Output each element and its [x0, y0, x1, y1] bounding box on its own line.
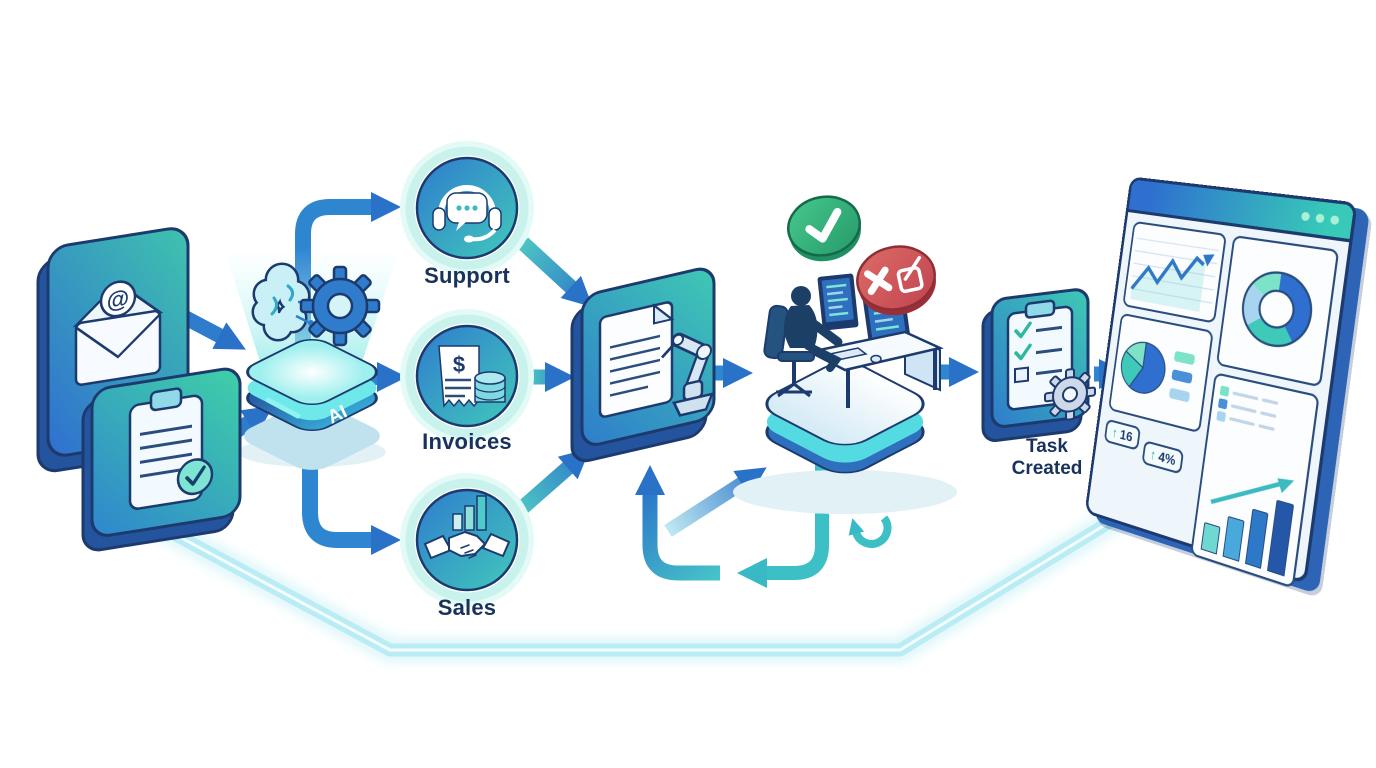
input-card-docs: [81, 367, 242, 552]
titlebar-dot: [1300, 211, 1311, 222]
titlebar-dot: [1329, 215, 1340, 226]
bar: [1222, 515, 1245, 562]
check-circle-icon: [787, 195, 861, 262]
document-robot-arm-icon: [598, 301, 714, 418]
arrow-sales-to-processing: [516, 448, 591, 515]
headset-chat-icon: [432, 185, 502, 243]
list-bar-panel: [1190, 372, 1320, 589]
arrow-email-to-ai: [182, 311, 246, 350]
list-item-bullet: [1216, 410, 1227, 423]
legend-chip: [1168, 387, 1191, 403]
arrow-support-to-processing: [517, 237, 593, 308]
pipe-ai-to-support: [295, 192, 401, 352]
clipboard-check-icon: [128, 387, 214, 510]
support-label: Support: [424, 263, 510, 288]
platform-shadow: [733, 470, 957, 514]
bar: [1200, 521, 1221, 555]
invoice-coins-icon: $: [438, 345, 506, 408]
category-support: [400, 141, 534, 275]
loop-icon: [848, 515, 892, 548]
bypass-glow-arrow: [89, 479, 1174, 663]
task-label-line1: Task: [1026, 436, 1068, 457]
sales-label: Sales: [437, 595, 497, 620]
pipe-loop-to-processing: [635, 465, 720, 581]
list-item-line: [1258, 423, 1275, 432]
legend-chip: [1171, 369, 1193, 384]
task-card: [981, 288, 1096, 443]
person-silhouette: [784, 286, 843, 372]
kpi-value: 16: [1119, 426, 1134, 445]
list-item-bullet: [1217, 398, 1228, 410]
brain-gear-hologram-icon: [251, 262, 381, 347]
invoices-label: Invoices: [422, 429, 512, 454]
clipboard-gear-icon: [1006, 299, 1096, 421]
review-platform: [765, 362, 925, 474]
kpi-stat-2: ↑ 4%: [1141, 440, 1185, 475]
donut-chart-panel: [1215, 235, 1340, 388]
pipe-review-return: [737, 462, 829, 588]
list-item-line: [1229, 416, 1255, 427]
arrow-processing-to-review-diag: [664, 467, 767, 537]
list-item-line: [1261, 398, 1279, 406]
task-label-line2: Created: [1011, 458, 1083, 479]
donut-chart: [1229, 257, 1325, 363]
list-item-line: [1260, 411, 1277, 419]
task-list: [1216, 385, 1309, 442]
bar: [1244, 508, 1269, 570]
bar: [1267, 499, 1295, 577]
svg-text:$: $: [453, 352, 465, 377]
category-sales: [400, 473, 534, 607]
line-chart-panel: [1122, 220, 1227, 324]
titlebar-dot: [1315, 213, 1325, 224]
kpi-value: 4%: [1157, 448, 1177, 469]
x-edit-circle-icon: [856, 245, 936, 316]
handshake-barchart-icon: [423, 495, 511, 560]
pie-chart: [1112, 331, 1174, 406]
monitor-left: [817, 273, 859, 331]
pipe-ai-to-sales: [302, 432, 401, 555]
processing-card: [570, 267, 716, 463]
list-item-line: [1232, 391, 1259, 401]
up-arrow-icon: ↑: [1149, 446, 1157, 463]
category-invoices: $: [400, 309, 534, 443]
chair: [763, 304, 815, 398]
task-created-label: Task Created: [977, 436, 1117, 480]
list-item-bullet: [1219, 385, 1230, 397]
svg-text:@: @: [107, 284, 129, 313]
pie-legend: [1168, 350, 1196, 403]
list-item-line: [1230, 404, 1257, 414]
email-at-icon: @: [72, 280, 164, 386]
line-chart: [1124, 223, 1224, 312]
legend-chip: [1173, 350, 1196, 366]
pie-chart-panel: [1108, 312, 1214, 434]
